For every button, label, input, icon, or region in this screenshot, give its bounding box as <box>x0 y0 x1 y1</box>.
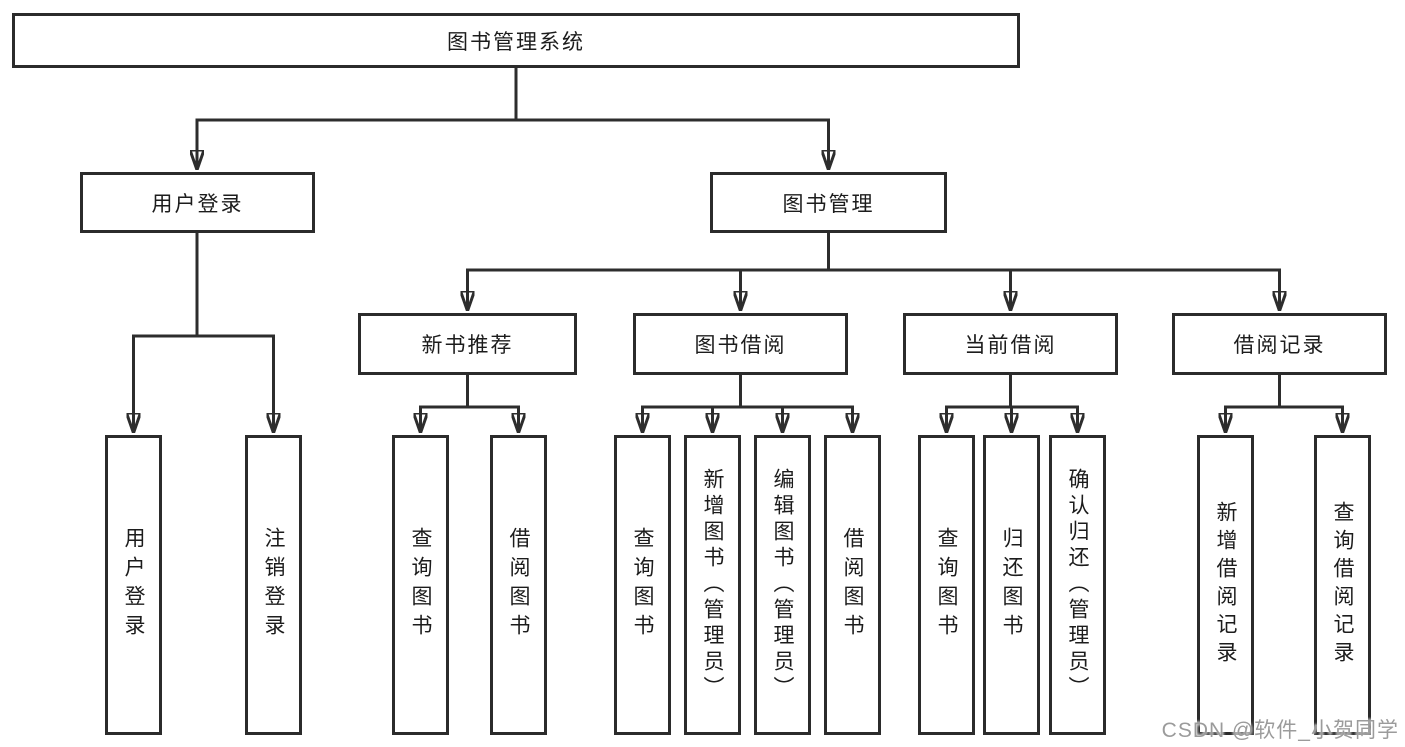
leaf-record-query-record: 查询借阅记录 <box>1314 435 1371 735</box>
node-book-management: 图书管理 <box>710 172 947 233</box>
node-borrow-record: 借阅记录 <box>1172 313 1387 375</box>
connector-borrow-record-elbow <box>1224 373 1344 409</box>
leaf-current-confirm-return-admin: 确认归还（管理员） <box>1049 435 1106 735</box>
leaf-current-return-book: 归还图书 <box>983 435 1040 735</box>
leaf-newrec-borrow-book: 借阅图书 <box>490 435 547 735</box>
connector-book-borrow-elbow <box>641 373 854 409</box>
connector-current-borrow-elbow <box>945 373 1079 409</box>
connector-book-management-elbow <box>466 231 1281 272</box>
node-new-book-recommend: 新书推荐 <box>358 313 577 375</box>
leaf-newrec-query-book: 查询图书 <box>392 435 449 735</box>
node-user-login: 用户登录 <box>80 172 315 233</box>
leaf-borrow-edit-book-admin: 编辑图书（管理员） <box>754 435 811 735</box>
leaf-borrow-borrow-book: 借阅图书 <box>824 435 881 735</box>
leaf-user-login: 用户登录 <box>105 435 162 735</box>
leaf-current-query-book: 查询图书 <box>918 435 975 735</box>
watermark-text: CSDN @软件_小贺同学 <box>1161 719 1399 742</box>
node-book-borrow: 图书借阅 <box>633 313 848 375</box>
node-current-borrow: 当前借阅 <box>903 313 1118 375</box>
connector-root-elbow <box>195 66 830 122</box>
leaf-borrow-add-book-admin: 新增图书（管理员） <box>684 435 741 735</box>
node-root: 图书管理系统 <box>12 13 1020 68</box>
connector-new-book-elbow <box>419 373 520 409</box>
leaf-record-add-record: 新增借阅记录 <box>1197 435 1254 735</box>
leaf-logout-login: 注销登录 <box>245 435 302 735</box>
connector-user-login-elbow <box>132 231 275 338</box>
leaf-borrow-query-book: 查询图书 <box>614 435 671 735</box>
